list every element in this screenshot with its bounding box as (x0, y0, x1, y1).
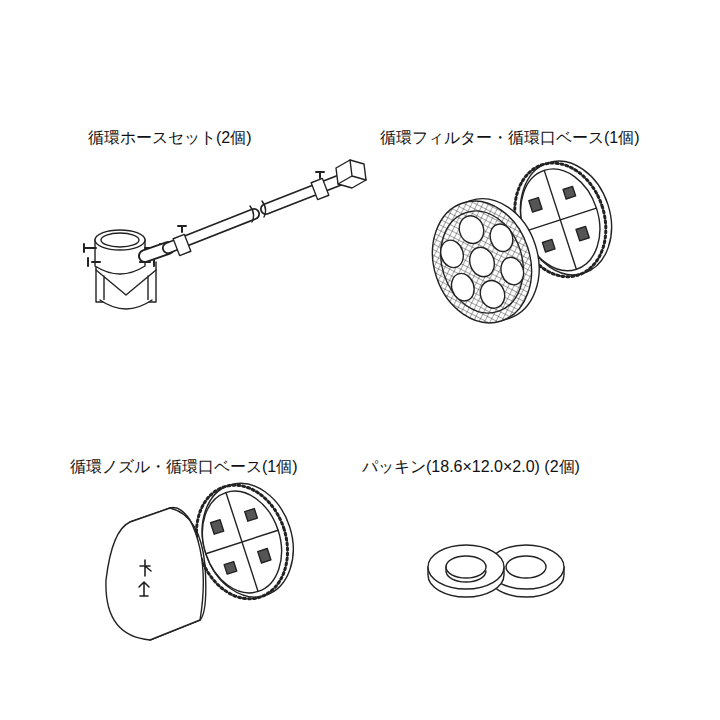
part-caption: 循環ノズル・循環口ベース(1個) (70, 457, 298, 476)
part-caption: パッキン(18.6×12.0×2.0) (2個) (362, 457, 580, 476)
nozzle-and-base (106, 471, 308, 640)
part-caption: 循環ホースセット(2個) (88, 128, 252, 147)
part-caption: 循環フィルター・循環口ベース(1個) (380, 128, 640, 147)
filter-and-base (417, 149, 626, 336)
hose-set (84, 160, 366, 309)
gaskets (428, 545, 564, 597)
